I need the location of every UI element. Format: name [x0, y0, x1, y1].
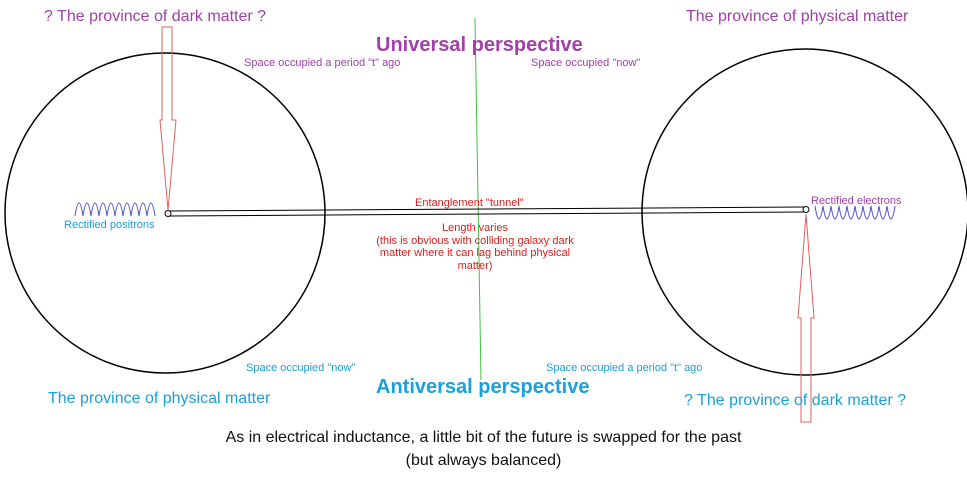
rectified-electrons-label: Rectified electrons	[811, 195, 902, 207]
tunnel-line-bottom	[167, 211, 807, 217]
tunnel-left-end	[164, 210, 172, 217]
rectified-positrons-label: Rectified positrons	[64, 219, 155, 231]
left-universe-circle	[4, 52, 326, 374]
tunnel-right-end	[802, 206, 810, 213]
top-right-province-label: The province of physical matter	[686, 8, 909, 25]
top-left-province-label: ? The province of dark matter ?	[44, 8, 267, 25]
space-now-bottom-label: Space occupied "now"	[246, 362, 356, 374]
bottom-left-province-label: The province of physical matter	[48, 390, 271, 407]
caption-line-2: (but always balanced)	[405, 452, 562, 469]
bottom-right-province-label: ? The province of dark matter ?	[684, 392, 907, 409]
down-arrow-icon	[159, 26, 177, 211]
space-t-ago-top-label: Space occupied a period "t" ago	[244, 57, 401, 69]
caption-line-1: As in electrical inductance, a little bi…	[225, 429, 742, 446]
length-note-line-3: matter)	[457, 259, 493, 272]
length-note-line-2: matter where it can lag behind physical	[379, 247, 571, 260]
space-t-ago-bottom-label: Space occupied a period "t" ago	[546, 362, 703, 374]
length-varies-note: Length varies (this is obvious with coll…	[340, 222, 610, 273]
right-universe-circle	[641, 48, 967, 376]
positron-wave-icon	[74, 202, 156, 217]
up-arrow-icon	[797, 213, 815, 423]
universal-perspective-title: Universal perspective	[376, 34, 583, 56]
length-varies-label: Length varies	[441, 222, 509, 234]
space-now-top-label: Space occupied "now"	[531, 57, 641, 69]
tunnel-label: Entanglement "tunnel"	[415, 197, 524, 209]
axis-line	[474, 17, 482, 381]
length-note-line-1: (this is obvious with colliding galaxy d…	[376, 234, 574, 247]
tunnel-line-top	[167, 206, 807, 212]
electron-wave-icon	[814, 205, 896, 220]
antiversal-perspective-title: Antiversal perspective	[376, 376, 590, 398]
